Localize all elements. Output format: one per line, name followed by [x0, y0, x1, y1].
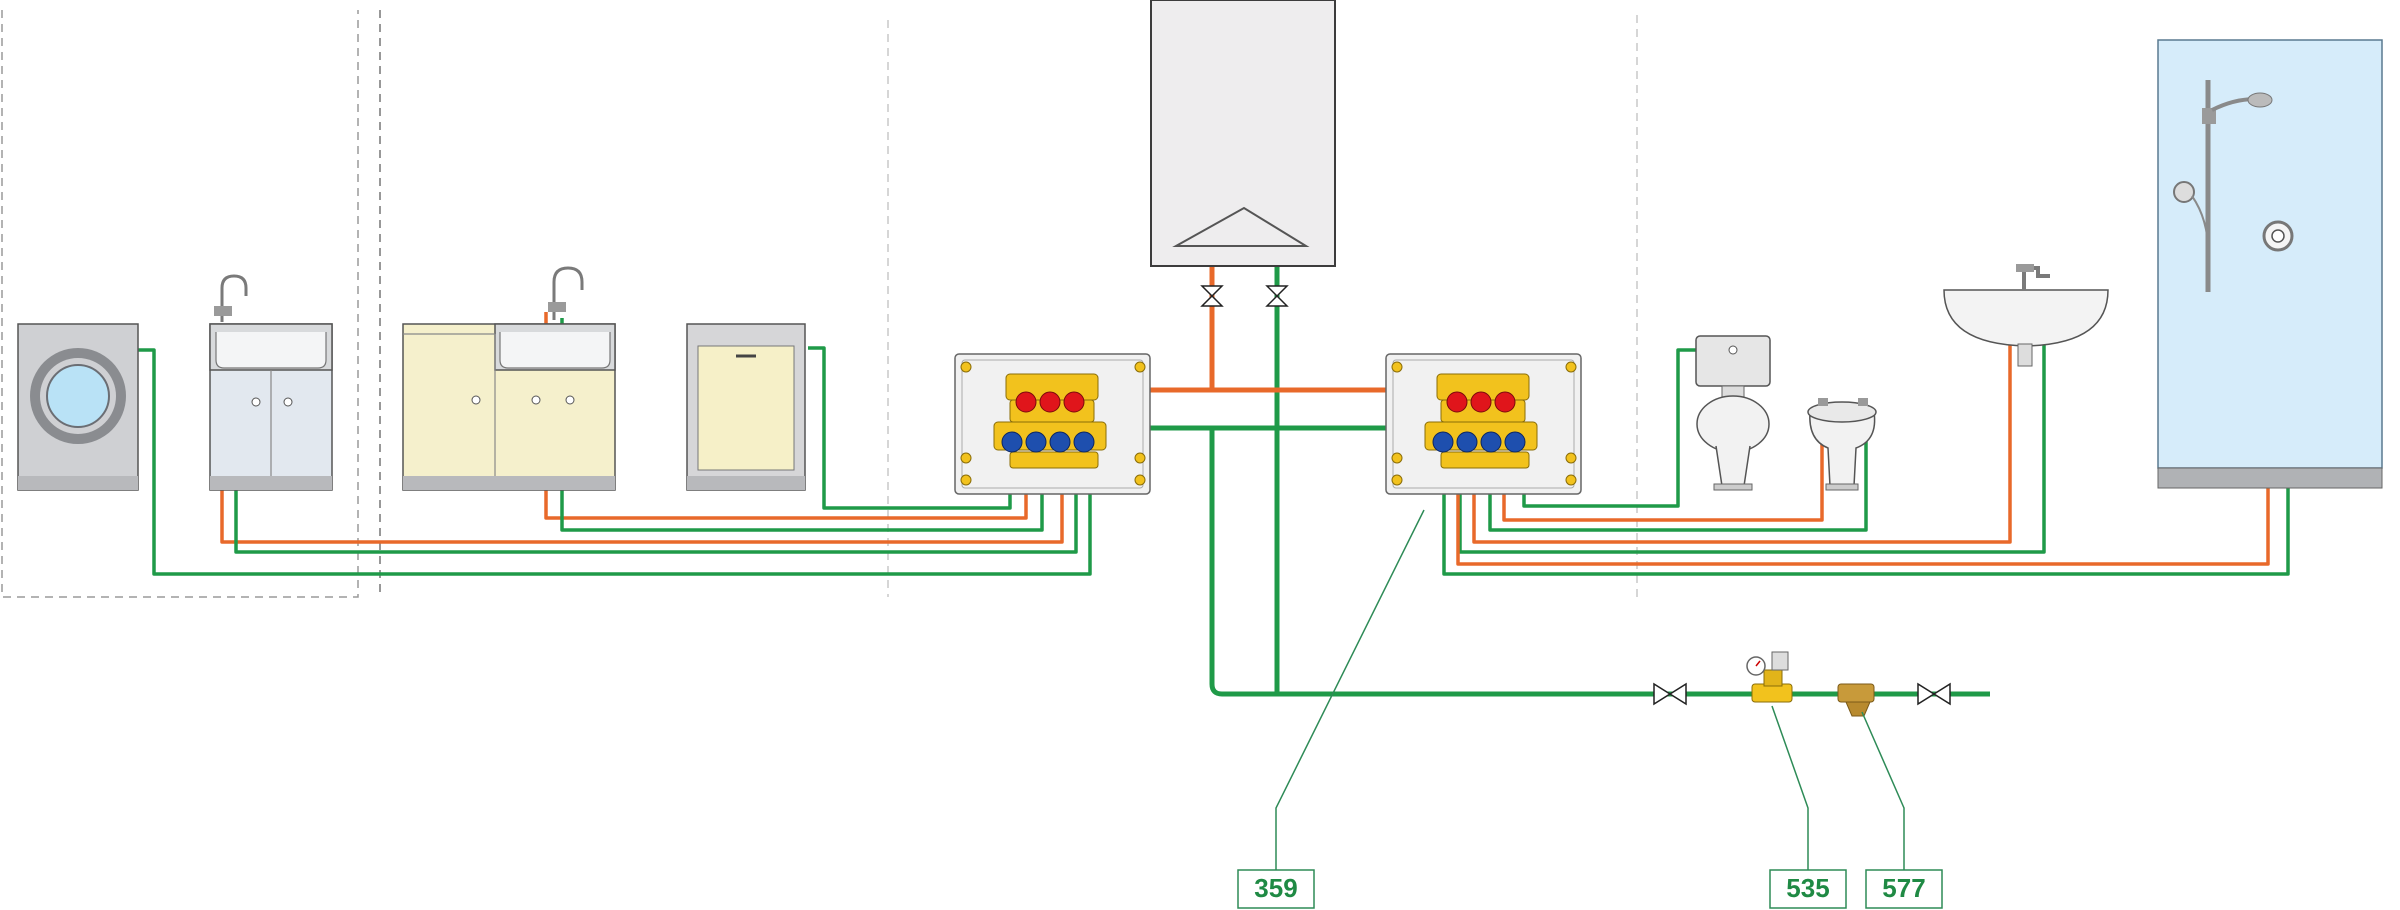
strainer-icon [1837, 683, 1875, 717]
code-label-valve-text: 535 [1786, 873, 1829, 903]
bidet-icon [1807, 398, 1877, 491]
leader-lines [1275, 509, 1905, 870]
manifold-icon [1385, 353, 1582, 495]
room-dividers [1, 10, 1638, 598]
washing-machine-icon [17, 323, 139, 491]
pressure-reducer-icon [1746, 651, 1793, 703]
shower-icon [2157, 39, 2383, 489]
code-label-manifold: 359 [1237, 869, 1315, 909]
washbasin-icon [1943, 264, 2109, 367]
main-supply-pipes [1150, 262, 1990, 697]
manifold-icon [954, 353, 1151, 495]
code-label-filter-text: 577 [1882, 873, 1925, 903]
boiler-icon [1150, 0, 1336, 267]
code-label-valve: 535 [1769, 869, 1847, 909]
code-label-manifold-text: 359 [1254, 873, 1297, 903]
toilet-icon [1695, 335, 1771, 491]
code-label-filter: 577 [1865, 869, 1943, 909]
gate-valve-icon [1653, 682, 1687, 706]
dishwasher-icon [686, 323, 806, 491]
gate-valve-icon [1917, 682, 1951, 706]
boiler-valves [1200, 285, 1289, 307]
sink-cabinet-icon [209, 274, 333, 491]
kitchen-cabinet-icon [402, 266, 616, 491]
